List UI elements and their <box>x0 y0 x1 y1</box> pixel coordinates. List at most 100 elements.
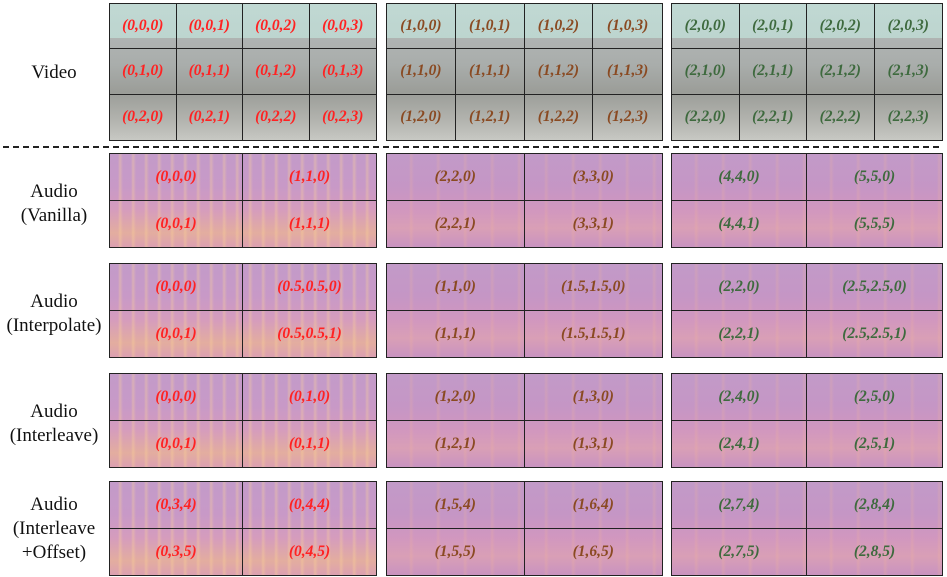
audio-token: (2,2,1) <box>672 310 807 357</box>
audio-token: (2.5,2.5,1) <box>842 324 907 342</box>
audio-token: (1,1,0) <box>243 154 376 201</box>
label-line: Audio <box>30 401 78 422</box>
audio-token: (3,3,0) <box>524 154 662 201</box>
audio-interleave-offset-label: Audio (Interleave +Offset) <box>0 493 108 565</box>
audio-token: (1,1,1) <box>288 214 331 232</box>
audio-interleave-offset-group-0: (0,3,4) (0,4,4) (0,3,5) (0,4,5) <box>109 481 377 576</box>
audio-interpolate-group-2: (2,2,0) (2.5,2.5,0) (2,2,1) (2.5,2.5,1) <box>671 263 943 358</box>
video-token: (1,2,2) <box>525 94 594 140</box>
audio-vanilla-group-1: (2,2,0) (3,3,0) (2,2,1) (3,3,1) <box>386 153 663 248</box>
video-token: (2,2,1) <box>740 94 807 140</box>
audio-token: (1,3,0) <box>524 374 662 421</box>
label-line: (Interpolate) <box>6 315 102 336</box>
audio-token: (5,5,5) <box>853 214 896 232</box>
video-token: (0,1,3) <box>309 49 376 95</box>
audio-token: (1,2,1) <box>387 420 525 467</box>
audio-token: (1,6,5) <box>572 542 614 560</box>
video-token: (0,2,3) <box>322 108 364 126</box>
audio-interleave-group-1: (1,2,0) (1,3,0) (1,2,1) (1,3,1) <box>386 373 663 468</box>
audio-interleave-label: Audio (Interleave) <box>0 400 108 448</box>
video-token: (2,2,0) <box>672 94 740 140</box>
label-line: Audio <box>30 494 78 515</box>
video-token: (1,0,2) <box>524 4 594 50</box>
audio-interpolate-label: Audio (Interpolate) <box>0 290 108 338</box>
audio-token: (0,4,5) <box>288 542 331 560</box>
audio-interleave-offset-group-1: (1,5,4) (1,6,4) (1,5,5) (1,6,5) <box>386 481 663 576</box>
audio-token: (0,4,4) <box>243 482 376 529</box>
audio-token: (0,0,0) <box>110 374 243 421</box>
video-token: (1,1,0) <box>387 49 456 95</box>
audio-token: (2,7,5) <box>672 528 807 575</box>
video-token: (0,0,0) <box>110 4 177 50</box>
audio-token: (0,1,1) <box>288 434 331 452</box>
video-token: (0,1,1) <box>176 49 243 95</box>
audio-token: (1,1,1) <box>387 310 525 357</box>
audio-token: (0,0,0) <box>110 154 243 201</box>
audio-token: (0,0,1) <box>110 310 243 357</box>
video-group-0: (0,0,0) (0,0,1) (0,0,2) (0,0,3) (0,1,0) … <box>109 3 377 141</box>
audio-token: (2,7,4) <box>672 482 807 529</box>
audio-token: (2,5,1) <box>853 434 896 452</box>
audio-token: (0,0,1) <box>110 420 243 467</box>
audio-token: (0,3,4) <box>110 482 243 529</box>
video-token: (0,2,0) <box>110 94 177 140</box>
video-token: (0,2,2) <box>243 94 310 140</box>
audio-token: (2,4,0) <box>672 374 807 421</box>
audio-interpolate-group-1: (1,1,0) (1.5,1.5,0) (1,1,1) (1.5,1.5,1) <box>386 263 663 358</box>
video-token: (2,0,0) <box>672 4 740 50</box>
audio-interpolate-group-0: (0,0,0) (0.5,0.5,0) (0,0,1) (0.5,0.5,1) <box>109 263 377 358</box>
video-token: (1,1,3) <box>593 49 662 95</box>
audio-token: (1,1,0) <box>387 264 525 311</box>
audio-token: (2,2,0) <box>387 154 525 201</box>
video-token: (2,1,1) <box>739 49 807 95</box>
audio-token: (0,3,5) <box>110 528 243 575</box>
audio-token: (4,4,0) <box>672 154 807 201</box>
video-token: (1,2,0) <box>387 94 456 140</box>
video-token: (1,0,0) <box>387 4 456 50</box>
audio-token: (2,2,1) <box>387 200 525 247</box>
separator-dashed-line <box>3 146 939 148</box>
audio-interleave-group-0: (0,0,0) (0,1,0) (0,0,1) (0,1,1) <box>109 373 377 468</box>
audio-token: (1,6,4) <box>524 482 662 529</box>
video-token: (1,0,1) <box>455 4 525 50</box>
video-token: (0,1,2) <box>243 49 310 95</box>
audio-token: (2,2,0) <box>672 264 807 311</box>
audio-token: (0.5,0.5,0) <box>243 264 376 311</box>
label-line: Audio <box>30 181 78 202</box>
audio-token: (1,5,5) <box>387 528 525 575</box>
audio-token: (2,4,1) <box>672 420 807 467</box>
video-token: (0,2,1) <box>177 94 243 140</box>
audio-interleave-group-2: (2,4,0) (2,5,0) (2,4,1) (2,5,1) <box>671 373 943 468</box>
video-token: (0,1,0) <box>110 49 177 95</box>
video-token: (2,0,3) <box>874 4 942 50</box>
audio-token: (0.5,0.5,1) <box>277 324 342 342</box>
audio-vanilla-group-0: (0,0,0) (1,1,0) (0,0,1) (1,1,1) <box>109 153 377 248</box>
label-line: Audio <box>30 291 78 312</box>
video-label-text: Video <box>31 62 77 83</box>
video-token: (2,2,3) <box>887 108 929 126</box>
video-token: (0,0,1) <box>176 4 243 50</box>
label-line: (Vanilla) <box>20 205 88 226</box>
video-token: (2,1,0) <box>672 49 740 95</box>
audio-token: (3,3,1) <box>572 214 614 232</box>
audio-token: (4,4,1) <box>672 200 807 247</box>
audio-token: (0,1,0) <box>243 374 376 421</box>
video-token: (1,1,1) <box>455 49 525 95</box>
video-token: (2,0,1) <box>739 4 807 50</box>
video-token: (0,0,2) <box>243 4 310 50</box>
audio-token: (5,5,0) <box>807 154 942 201</box>
audio-token: (2,8,5) <box>853 542 896 560</box>
audio-token: (0,0,0) <box>110 264 243 311</box>
video-token: (2,2,2) <box>807 94 875 140</box>
audio-token: (1,3,1) <box>572 434 614 452</box>
audio-token: (2.5,2.5,0) <box>807 264 942 311</box>
video-token: (1,0,3) <box>593 4 662 50</box>
video-row-label: Video <box>0 61 108 85</box>
audio-vanilla-group-2: (4,4,0) (5,5,0) (4,4,1) (5,5,5) <box>671 153 943 248</box>
video-group-1: (1,0,0) (1,0,1) (1,0,2) (1,0,3) (1,1,0) … <box>386 3 663 141</box>
audio-vanilla-label: Audio (Vanilla) <box>0 180 108 228</box>
video-token: (2,1,3) <box>874 49 942 95</box>
video-token: (0,0,3) <box>309 4 376 50</box>
video-token: (1,1,2) <box>524 49 594 95</box>
video-token: (2,1,2) <box>807 49 875 95</box>
